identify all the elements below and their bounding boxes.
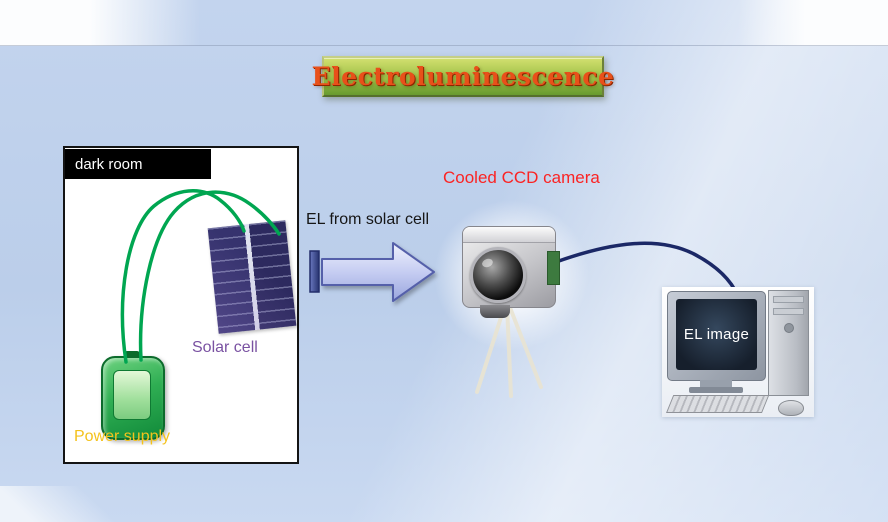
camera-lens-barrel (480, 305, 510, 318)
tower-drive-bay (773, 308, 804, 315)
slide-title: Electroluminescence (311, 62, 615, 91)
monitor-screen: EL image (676, 299, 757, 370)
dark-room-header: dark room (65, 149, 211, 179)
camera-top-plate (463, 227, 555, 243)
power-supply-label: Power supply (74, 428, 171, 445)
solar-cell-image (207, 220, 297, 334)
title-box: Electroluminescence (312, 56, 614, 97)
ccd-camera (462, 226, 560, 318)
computer-photo: EL image (662, 287, 814, 417)
monitor: EL image (667, 291, 766, 381)
camera-lens (470, 247, 526, 303)
el-image-label: EL image (683, 326, 750, 343)
arrow-tail-bar (309, 250, 320, 293)
computer-tower (768, 290, 809, 396)
monitor-stand-base (689, 387, 743, 393)
power-supply-display (113, 370, 151, 420)
power-supply-icon (101, 351, 165, 440)
el-from-solar-cell-label: EL from solar cell (306, 211, 429, 228)
top-right-white-corner (738, 0, 888, 46)
solar-cell-label: Solar cell (192, 339, 258, 356)
tower-power-button (783, 323, 794, 333)
mouse (778, 400, 804, 416)
el-flow-arrow (321, 242, 435, 302)
top-horizontal-rule (0, 45, 888, 46)
monitor-stand-neck (700, 380, 732, 387)
cooled-ccd-camera-label: Cooled CCD camera (443, 168, 600, 187)
dark-room-label: dark room (75, 155, 143, 173)
camera-circuit-board (547, 251, 560, 285)
top-left-white-corner (0, 0, 200, 46)
bottom-left-white-corner (0, 486, 130, 522)
keyboard (666, 395, 770, 413)
tower-drive-bay (773, 296, 804, 303)
power-supply-terminal (124, 351, 140, 357)
